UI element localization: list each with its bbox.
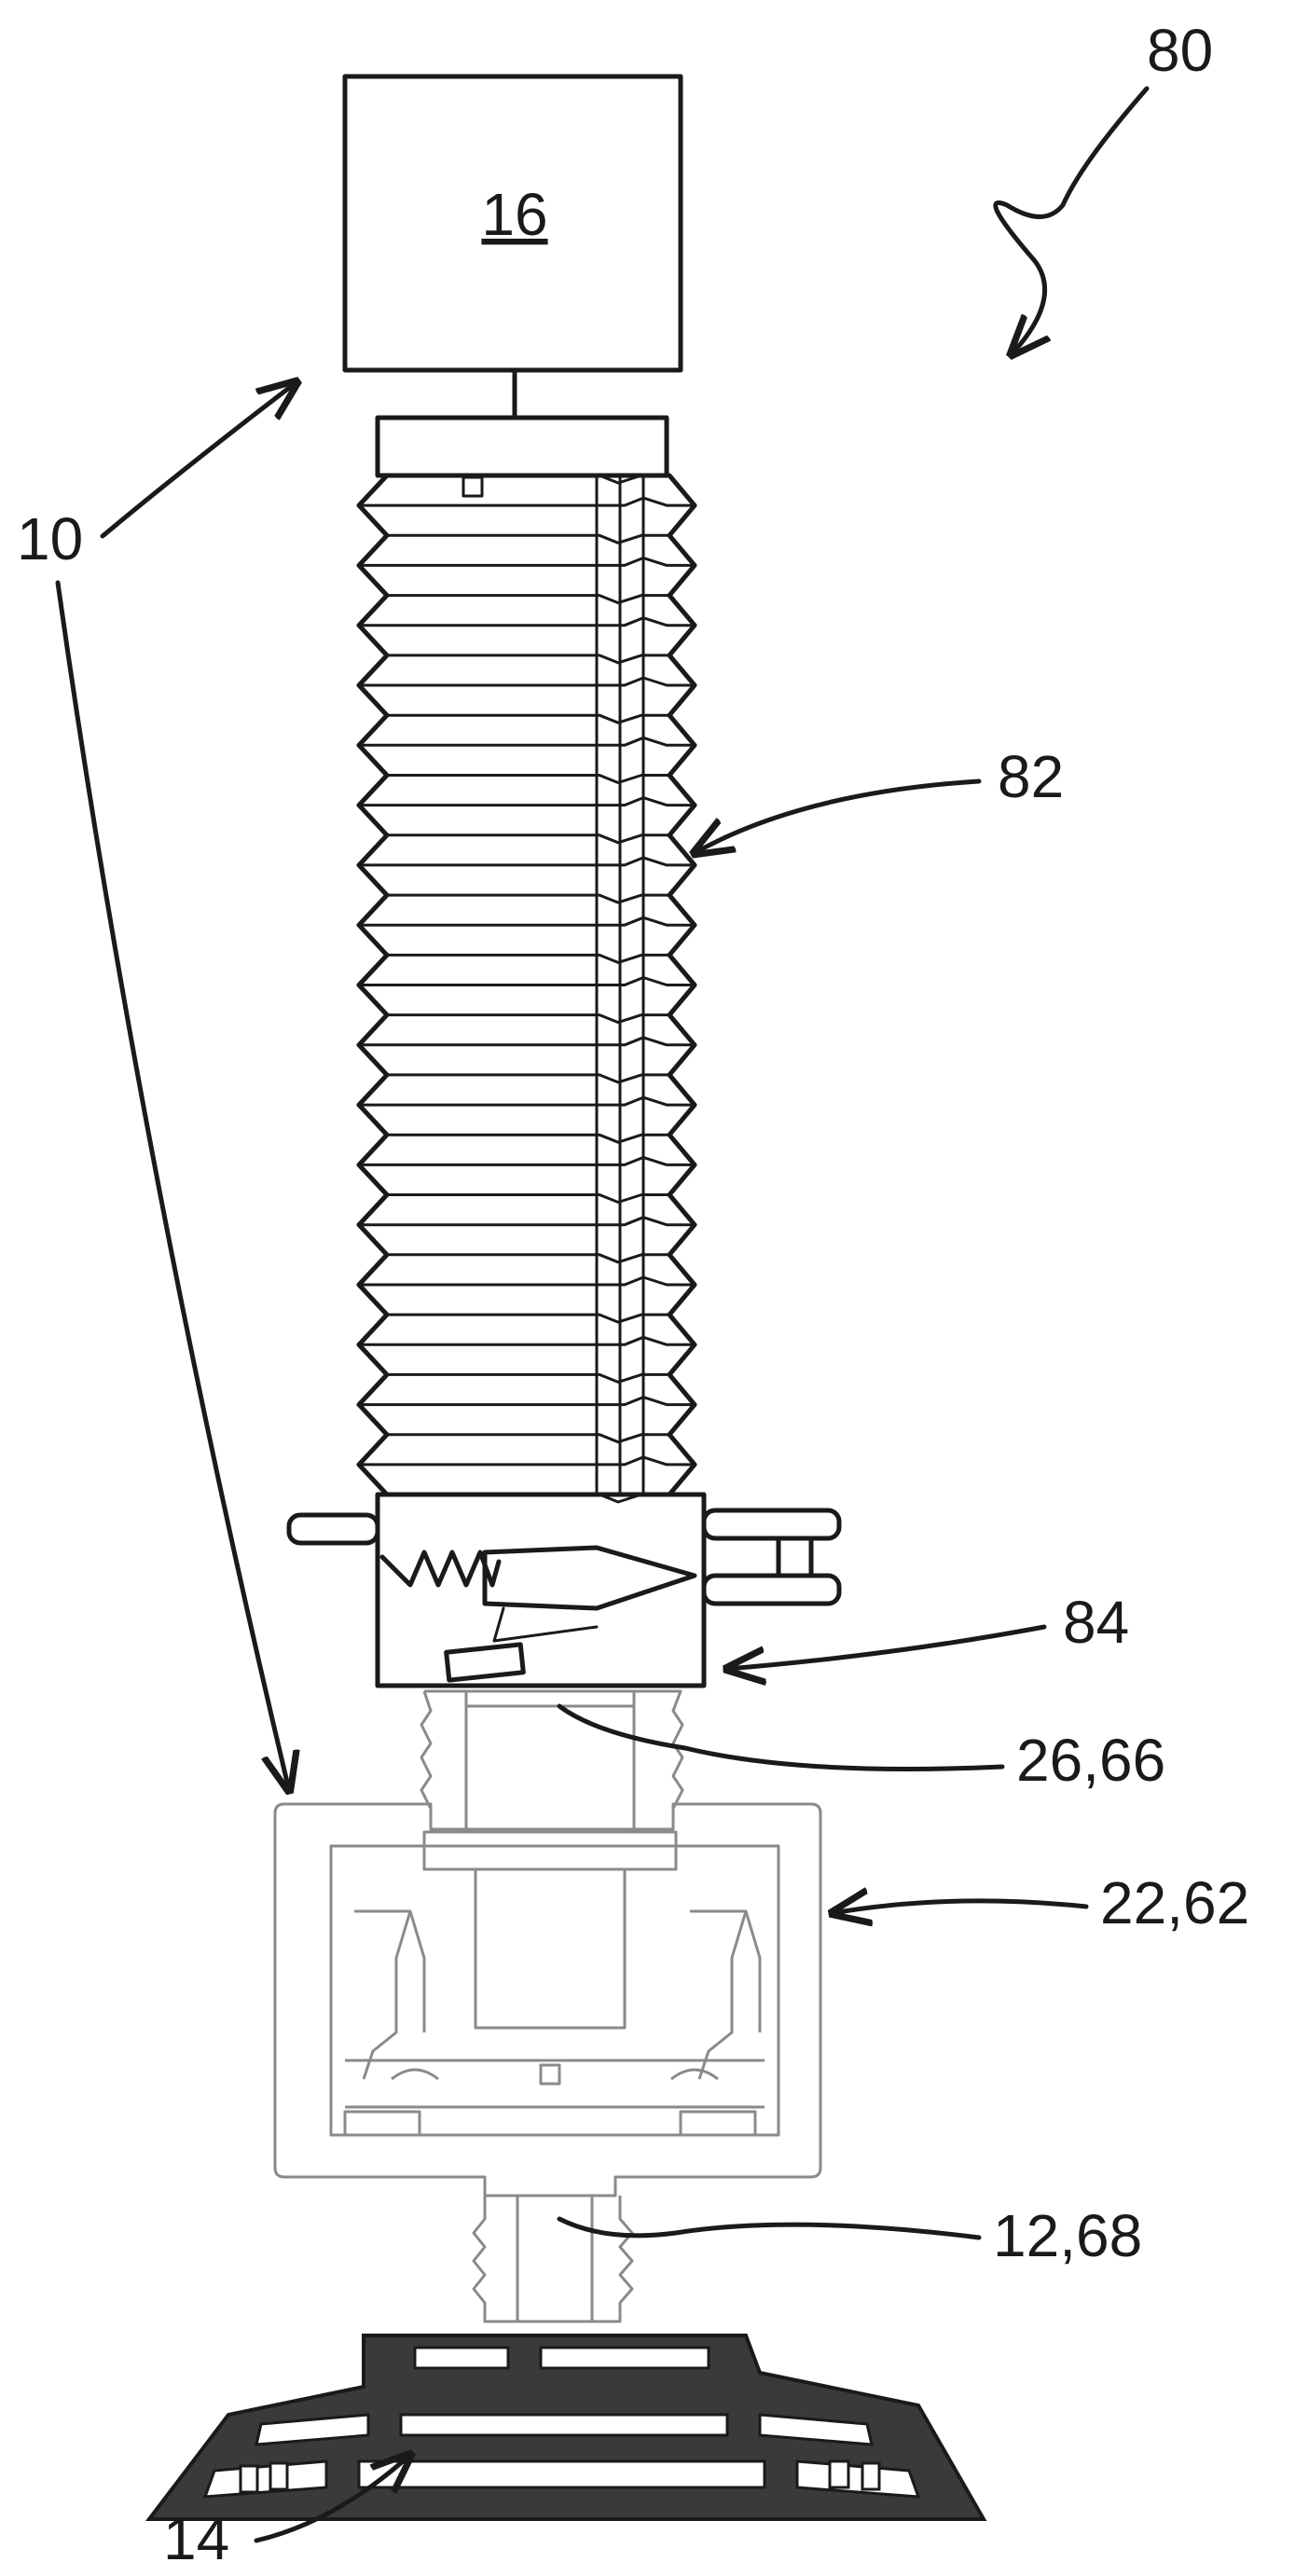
lower-coupling <box>474 2196 632 2321</box>
bellows-fold-line <box>387 1075 669 1082</box>
bellows <box>359 418 695 1502</box>
bellows-fold-line <box>387 715 669 723</box>
label-base: 14 <box>163 2505 229 2572</box>
bellows-fold-line <box>387 895 669 902</box>
bellows-fold-line <box>387 1195 669 1203</box>
bellows-fold-line <box>387 1315 669 1322</box>
bellows-fold-line <box>387 835 669 843</box>
bellows-fold-line <box>387 776 669 783</box>
bellows-fold-line <box>387 1374 669 1382</box>
valve-unit <box>289 1495 839 1686</box>
label-controller: 16 <box>481 181 547 248</box>
bellows-fold-line <box>387 655 669 663</box>
label-joint: 22,62 <box>1100 1869 1249 1936</box>
label-apparatus: 10 <box>17 505 83 572</box>
bellows-fold-line <box>387 535 669 543</box>
base <box>149 2335 984 2519</box>
controller-box: 16 <box>345 76 681 418</box>
label-system: 80 <box>1147 17 1213 84</box>
label-upper-coupling: 26,66 <box>1016 1727 1165 1794</box>
bellows-fold-line <box>387 1135 669 1142</box>
upper-coupling <box>421 1691 682 1829</box>
label-bellows: 82 <box>998 743 1064 810</box>
bellows-fold-line <box>387 1015 669 1023</box>
bellows-fold-line <box>387 1435 669 1442</box>
label-lower-coupling: 12,68 <box>993 2202 1142 2269</box>
bellows-fold-line <box>387 955 669 962</box>
bellows-fold-line <box>387 596 669 603</box>
joint-housing <box>275 1804 820 2196</box>
bellows-fold-line <box>387 1255 669 1262</box>
label-valve-unit: 84 <box>1063 1589 1129 1656</box>
